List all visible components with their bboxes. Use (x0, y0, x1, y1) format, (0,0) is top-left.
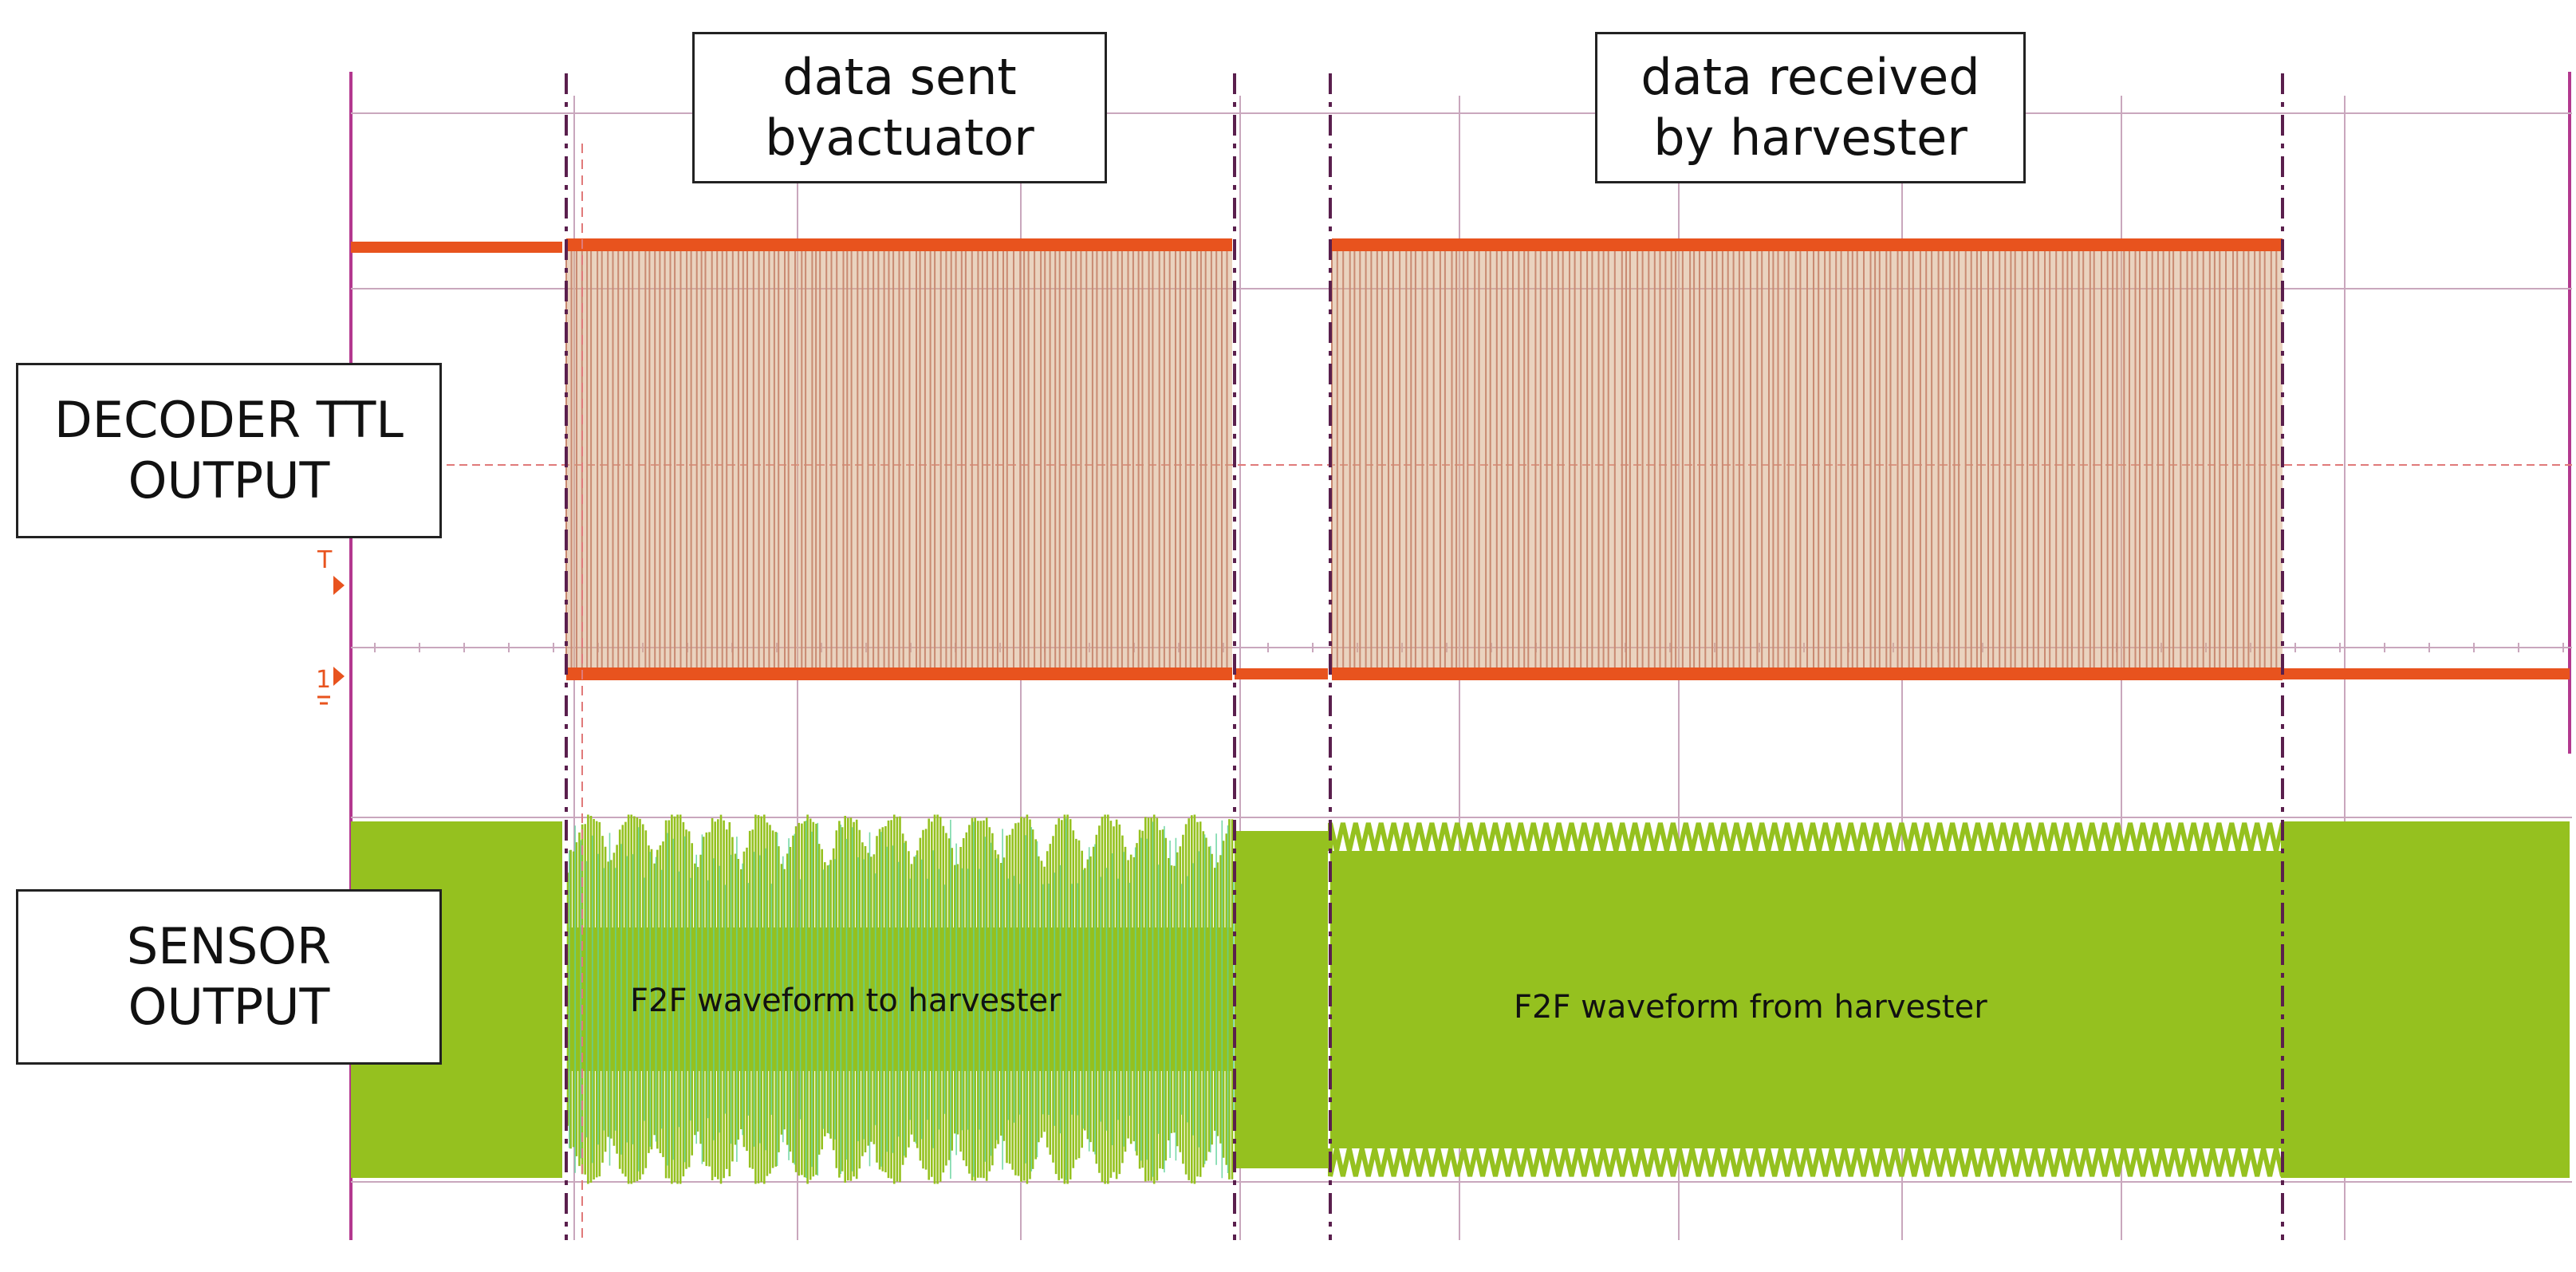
decoder-line-2: OUTPUT (128, 451, 330, 510)
decoder-line-1: DECODER TTL (54, 391, 404, 450)
region-cursors (565, 73, 2284, 1240)
ttl-level-segment (351, 242, 562, 253)
ttl-level-segment (2281, 668, 2570, 679)
data-received-line-1: data received (1641, 48, 1980, 107)
trigger-marker: T (317, 546, 345, 595)
ttl-low-edge (1332, 668, 2283, 680)
sensor-output-label: SENSOR OUTPUT (16, 889, 442, 1065)
ttl-level-segment (1235, 668, 1328, 679)
data-received-line-2: by harvester (1653, 108, 1967, 167)
decoder-ttl-trace (351, 238, 2570, 680)
channel-1-marker: 1 (316, 666, 345, 705)
sensor-line-2: OUTPUT (128, 978, 330, 1036)
ttl-high-edge (566, 238, 1232, 251)
sensor-burst-highlight (569, 818, 1235, 1180)
sensor-band-top-ripple (1328, 822, 2285, 852)
channel-1-marker-label: 1 (316, 666, 331, 694)
data-received-label: data received by harvester (1595, 32, 2026, 183)
sensor-line-1: SENSOR (126, 917, 332, 976)
trigger-marker-label: T (317, 546, 333, 574)
data-sent-line-1: data sent (782, 48, 1017, 107)
ttl-low-edge (566, 668, 1232, 680)
data-sent-label: data sent byactuator (692, 32, 1107, 183)
ttl-high-edge (1332, 238, 2283, 251)
caption-waveform-from-harvester: F2F waveform from harvester (1514, 989, 1987, 1026)
caption-waveform-to-harvester: F2F waveform to harvester (630, 983, 1062, 1019)
sensor-output-trace (351, 814, 2570, 1184)
sensor-solid-band (1235, 831, 1328, 1168)
ttl-burst-pulses (1331, 244, 2283, 675)
sensor-band-from-harvester (1330, 851, 2283, 1148)
decoder-ttl-output-label: DECODER TTL OUTPUT (16, 363, 442, 538)
sensor-solid-band (2281, 821, 2570, 1178)
sensor-band-bottom-ripple (1328, 1148, 2285, 1177)
data-sent-line-2: byactuator (765, 108, 1034, 167)
